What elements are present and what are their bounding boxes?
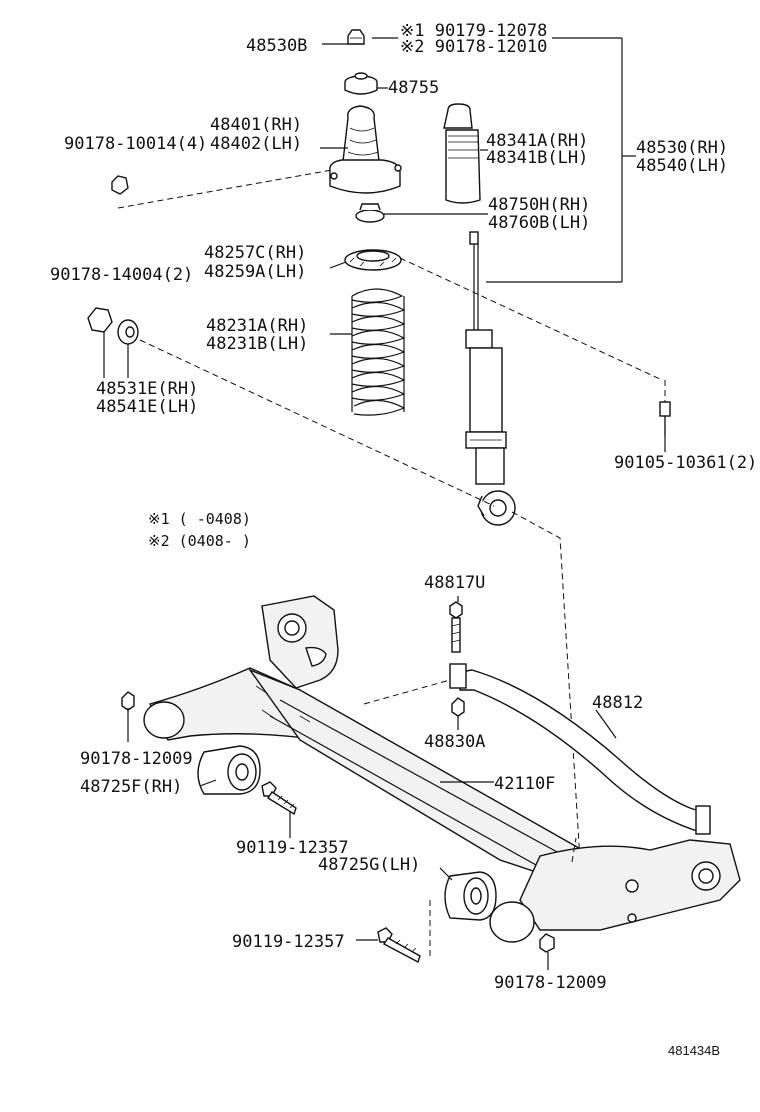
label-48755: 48755 (388, 78, 439, 98)
label-48725G: 48725G(LH) (318, 855, 420, 875)
label-48530: 48530(RH) (636, 138, 728, 158)
label-48531E: 48531E(RH) (96, 379, 198, 399)
coil-spring (351, 288, 406, 416)
label-48540: 48540(LH) (636, 156, 728, 176)
label-90178-10014: 90178-10014(4) (64, 134, 207, 154)
label-48402: 48402(LH) (210, 134, 302, 154)
label-90178-12009-left: 90178-12009 (80, 749, 193, 769)
label-48341A: 48341A(RH) (486, 131, 588, 151)
label-90105-10361: 90105-10361(2) (614, 453, 757, 473)
label-48530B: 48530B (246, 36, 307, 56)
label-48259A: 48259A(LH) (204, 262, 306, 282)
label-note1-code: ※1 90179-12078 (400, 21, 547, 41)
bolt-90119-12357-lower (377, 927, 421, 964)
bushing-48725G (444, 871, 497, 921)
upper-nut (347, 29, 365, 45)
label-48231B: 48231B(LH) (206, 334, 308, 354)
group-bracket (322, 37, 636, 283)
label-date-note2: ※2 (0408- ) (148, 532, 251, 550)
label-48725F: 48725F(RH) (80, 777, 182, 797)
dust-cover (443, 103, 488, 204)
bushing-48725F (197, 745, 261, 795)
strut-mount (320, 105, 402, 194)
bolt-90119-12357-upper (261, 781, 297, 816)
label-48750H: 48750H(RH) (488, 195, 590, 215)
label-48812: 48812 (592, 693, 643, 713)
bolt-90105-10361 (659, 380, 671, 446)
diagram-reference-number: 481434B (668, 1043, 720, 1058)
label-48341B: 48341B(LH) (486, 148, 588, 168)
label-48760B: 48760B(LH) (488, 213, 590, 233)
spring-insulator (344, 249, 402, 271)
label-48830A: 48830A (424, 732, 485, 752)
label-note2-code: ※2 90178-12010 (400, 37, 547, 57)
label-90119-12357-upper: 90119-12357 (236, 838, 349, 858)
label-date-note1: ※1 ( -0408) (148, 510, 251, 528)
spring-seat-upper (355, 203, 488, 223)
label-48257C: 48257C(RH) (204, 243, 306, 263)
axle-beam (143, 595, 741, 943)
part-labels: ※1 90179-12078 ※2 90178-12010 48530B 487… (50, 21, 757, 1058)
nut-90178-12009-right (539, 933, 555, 953)
nut-90178-12009-left (121, 691, 135, 711)
washer-48531E (117, 319, 139, 345)
leader-lines (103, 261, 666, 970)
label-48817U: 48817U (424, 573, 485, 593)
shock-absorber (465, 231, 516, 526)
stabilizer-bar (449, 663, 711, 835)
label-90178-14004: 90178-14004(2) (50, 265, 193, 285)
label-42110F: 42110F (494, 774, 555, 794)
bushing-nut-90178-14004 (87, 307, 113, 333)
bolt-48817U (449, 601, 463, 653)
label-48401: 48401(RH) (210, 115, 302, 135)
nut-48830A (451, 697, 465, 717)
label-90178-12009-right: 90178-12009 (494, 973, 607, 993)
bearing-48755 (344, 72, 388, 95)
nut-90178-10014 (111, 175, 129, 195)
label-48231A: 48231A(RH) (206, 316, 308, 336)
label-90119-12357-lower: 90119-12357 (232, 932, 345, 952)
label-48541E: 48541E(LH) (96, 397, 198, 417)
